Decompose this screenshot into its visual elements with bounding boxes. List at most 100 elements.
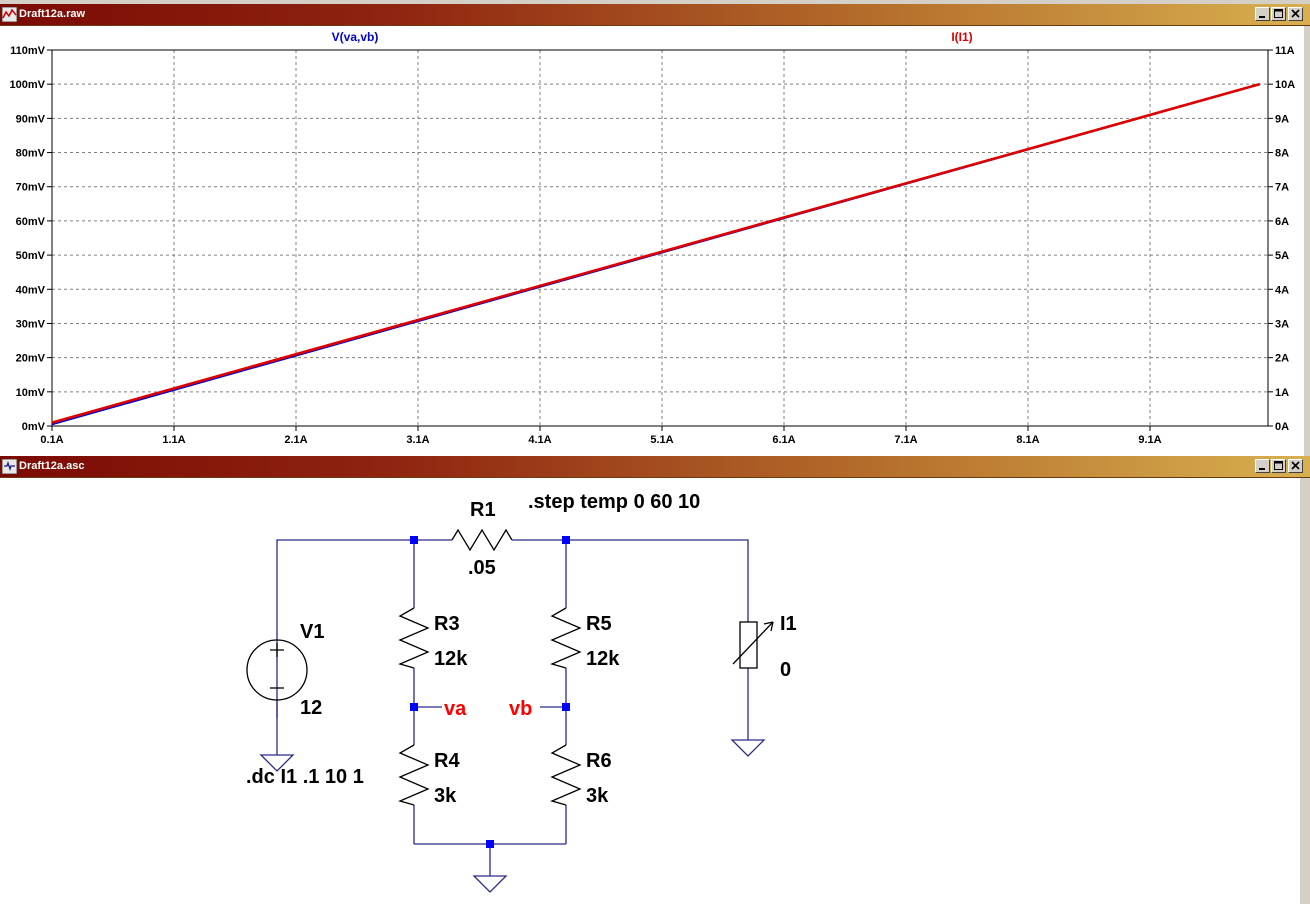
minimize-icon xyxy=(1259,468,1265,470)
voltage-source-v1[interactable] xyxy=(246,639,308,701)
plot-window-title: Draft12a.raw xyxy=(19,8,86,20)
y-left-tick-label: 10mV xyxy=(16,387,46,399)
schematic-window[interactable]: Draft12a.asc xyxy=(0,456,1310,904)
schematic-window-title: Draft12a.asc xyxy=(19,460,85,472)
x-tick-label: 7.1A xyxy=(894,434,917,446)
y-right-tick-label: 10A xyxy=(1275,79,1295,91)
plot-window-border xyxy=(1304,26,1310,456)
junction-dot xyxy=(562,703,570,711)
series-line-i-i1[interactable] xyxy=(51,82,1261,424)
trace-label-i[interactable]: I(I1) xyxy=(951,30,972,44)
net-label-vb[interactable]: vb xyxy=(509,698,532,720)
resistor-r3[interactable] xyxy=(398,607,430,669)
r6-name[interactable]: R6 xyxy=(586,750,612,772)
current-source-i1[interactable] xyxy=(732,621,774,669)
y-left-tick-label: 90mV xyxy=(16,113,46,125)
maximize-button[interactable] xyxy=(1271,459,1286,473)
r4-name[interactable]: R4 xyxy=(434,750,460,772)
schematic-window-titlebar[interactable]: Draft12a.asc xyxy=(0,456,1310,478)
y-right-tick-label: 3A xyxy=(1275,318,1289,330)
plot-window[interactable]: Draft12a.raw V(va,vb) I(I1) 0mV 10mV 20mV 3… xyxy=(0,4,1310,456)
minimize-button[interactable] xyxy=(1255,7,1270,21)
x-tick-label: 9.1A xyxy=(1138,434,1161,446)
r6-value[interactable]: 3k xyxy=(586,785,609,807)
i1-name[interactable]: I1 xyxy=(780,613,797,635)
close-button[interactable] xyxy=(1288,7,1303,21)
directive-step[interactable]: .step temp 0 60 10 xyxy=(528,491,700,513)
r3-name[interactable]: R3 xyxy=(434,613,460,635)
resistor-r6[interactable] xyxy=(550,744,582,806)
r5-value[interactable]: 12k xyxy=(586,648,620,670)
plot-series xyxy=(51,82,1261,426)
y-left-tick-label: 50mV xyxy=(16,250,46,262)
y-left-tick-label: 70mV xyxy=(16,182,46,194)
y-left-tick-label: 60mV xyxy=(16,216,46,228)
y-right-tick-label: 2A xyxy=(1275,353,1289,365)
close-button[interactable] xyxy=(1288,459,1303,473)
y-left-tick-label: 100mV xyxy=(10,79,46,91)
resistor-r5[interactable] xyxy=(550,607,582,669)
y-right-tick-label: 1A xyxy=(1275,387,1289,399)
ground-icon[interactable] xyxy=(730,739,766,757)
maximize-button[interactable] xyxy=(1271,7,1286,21)
resistor-r1[interactable] xyxy=(451,528,513,552)
x-tick-label: 6.1A xyxy=(772,434,795,446)
r1-value[interactable]: .05 xyxy=(468,557,496,579)
plot-grid xyxy=(52,50,1268,426)
minimize-icon xyxy=(1259,16,1265,18)
y-right-tick-label: 8A xyxy=(1275,148,1289,160)
waveform-plot[interactable]: V(va,vb) I(I1) 0mV 10mV 20mV 30mV 40mV 50mV 60… xyxy=(0,26,1310,456)
junction-dot xyxy=(486,840,494,848)
y-right-tick-label: 6A xyxy=(1275,216,1289,228)
y-right-tick-label: 5A xyxy=(1275,250,1289,262)
wire-top-left[interactable] xyxy=(276,539,414,718)
r5-name[interactable]: R5 xyxy=(586,613,612,635)
close-icon xyxy=(1291,9,1300,18)
r1-name[interactable]: R1 xyxy=(470,499,496,521)
x-tick-label: 1.1A xyxy=(162,434,185,446)
y-left-tick-label: 80mV xyxy=(16,148,46,160)
x-tick-label: 0.1A xyxy=(40,434,63,446)
r4-value[interactable]: 3k xyxy=(434,785,457,807)
v1-value[interactable]: 12 xyxy=(300,697,322,719)
x-ticks: 0.1A 1.1A 2.1A 3.1A 4.1A 5.1A 6.1A 7.1A 8.1A 9.1A xyxy=(40,426,1162,446)
y-left-tick-label: 30mV xyxy=(16,318,46,330)
plot-window-titlebar[interactable]: Draft12a.raw xyxy=(0,4,1310,26)
v1-name[interactable]: V1 xyxy=(300,621,324,643)
x-tick-label: 4.1A xyxy=(528,434,551,446)
directive-dc[interactable]: .dc I1 .1 10 1 xyxy=(246,766,364,788)
y-right-tick-label: 0A xyxy=(1275,421,1289,433)
wire-top-right[interactable] xyxy=(566,539,749,622)
maximize-icon xyxy=(1274,461,1283,470)
resistor-r4[interactable] xyxy=(398,744,430,806)
x-tick-label: 5.1A xyxy=(650,434,673,446)
schematic-canvas[interactable]: R1 .05 R3 12k R4 3k R5 12k R6 3k xyxy=(0,478,1300,904)
junction-dot xyxy=(562,536,570,544)
trace-label-v[interactable]: V(va,vb) xyxy=(332,30,379,44)
x-tick-label: 8.1A xyxy=(1016,434,1039,446)
y-left-tick-label: 40mV xyxy=(16,284,46,296)
junction-dot xyxy=(410,536,418,544)
y-right-tick-label: 11A xyxy=(1275,45,1295,57)
r3-value[interactable]: 12k xyxy=(434,648,468,670)
y-left-tick-label: 0mV xyxy=(22,421,46,433)
schematic-window-border xyxy=(1300,478,1310,904)
maximize-icon xyxy=(1274,9,1283,18)
junction-dot xyxy=(410,703,418,711)
close-icon xyxy=(1291,461,1300,470)
net-label-va[interactable]: va xyxy=(444,698,467,720)
plot-area-frame xyxy=(51,49,1269,427)
x-tick-label: 3.1A xyxy=(406,434,429,446)
ground-icon[interactable] xyxy=(259,754,295,772)
minimize-button[interactable] xyxy=(1255,459,1270,473)
y-left-tick-label: 20mV xyxy=(16,353,46,365)
i1-value[interactable]: 0 xyxy=(780,659,791,681)
y-left-ticks: 0mV 10mV 20mV 30mV 40mV 50mV 60mV 70mV 80mV 90mV 1… xyxy=(10,45,52,433)
x-tick-label: 2.1A xyxy=(284,434,307,446)
ground-icon[interactable] xyxy=(472,875,508,893)
y-left-tick-label: 110mV xyxy=(10,45,46,57)
y-right-tick-label: 9A xyxy=(1275,113,1289,125)
y-right-tick-label: 4A xyxy=(1275,284,1289,296)
waveform-icon xyxy=(2,7,17,22)
